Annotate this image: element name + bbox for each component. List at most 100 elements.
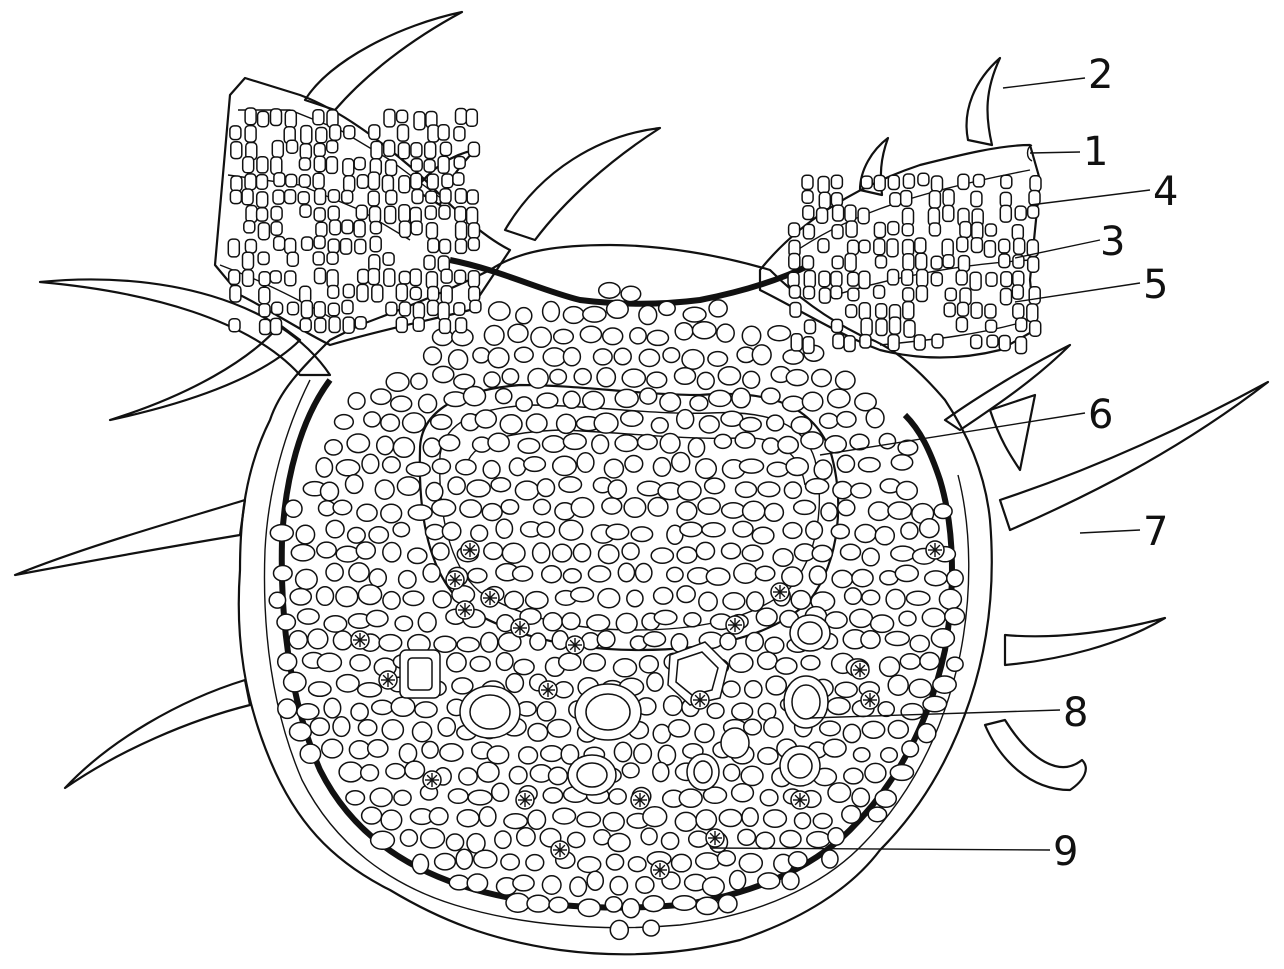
lamina-cell: [285, 271, 296, 286]
cell: [639, 306, 657, 325]
cell: [542, 876, 561, 894]
cell: [900, 654, 920, 669]
lamina-cell: [803, 206, 814, 220]
cell: [505, 591, 524, 609]
cell: [675, 368, 696, 385]
lamina-cell: [848, 272, 859, 286]
cell: [663, 348, 680, 363]
cell: [440, 744, 463, 761]
lamina-cell: [442, 174, 453, 188]
cell: [653, 762, 669, 781]
cell: [594, 413, 618, 433]
lamina-cell: [931, 256, 942, 269]
lamina-cell: [874, 286, 885, 299]
cell: [415, 702, 437, 718]
lamina-cell: [858, 208, 869, 224]
lamina-cell: [438, 302, 449, 320]
lamina-cell: [1013, 271, 1024, 286]
cell: [828, 828, 844, 845]
lamina-cell: [298, 192, 309, 204]
cell: [698, 498, 720, 514]
cell: [702, 523, 725, 537]
lamina-cell: [330, 125, 341, 140]
cell: [563, 348, 580, 366]
cell: [767, 415, 784, 431]
cell: [491, 478, 510, 492]
cell: [644, 632, 666, 647]
lamina-cell: [903, 174, 914, 188]
cell: [403, 413, 426, 433]
lamina-cell: [396, 284, 407, 301]
lamina-cell: [259, 304, 270, 317]
cell: [625, 456, 643, 473]
lamina-cell: [817, 208, 828, 223]
lamina-cell: [287, 252, 298, 266]
cell: [615, 389, 638, 407]
cell: [290, 723, 312, 741]
cell: [907, 591, 930, 605]
cell: [426, 483, 443, 501]
lamina-cell: [358, 269, 369, 283]
cell: [578, 857, 601, 873]
cell: [483, 461, 500, 479]
lamina-cell: [243, 270, 254, 286]
cell: [614, 659, 637, 677]
cell: [502, 369, 518, 385]
cell: [317, 587, 334, 606]
cell: [375, 480, 394, 499]
lamina-cell: [386, 160, 397, 176]
lamina-cell: [467, 190, 478, 204]
lamina-cell: [342, 220, 353, 234]
lamina-cell: [876, 319, 887, 336]
cell: [501, 854, 519, 870]
cell: [577, 812, 600, 826]
cell: [934, 504, 952, 519]
cell: [869, 502, 890, 520]
lamina-cell: [246, 206, 257, 223]
lamina-cell: [438, 125, 449, 140]
cell: [508, 324, 528, 342]
lamina-cell: [944, 303, 955, 317]
lamina-cell: [259, 287, 270, 304]
cell: [761, 388, 780, 404]
cell: [537, 702, 555, 721]
lamina-cell: [943, 205, 954, 221]
lamina-cell: [371, 141, 382, 159]
cell: [822, 850, 838, 868]
lamina-cell: [802, 191, 813, 204]
cell: [627, 590, 643, 606]
cell: [467, 480, 490, 497]
lamina-cell: [805, 320, 816, 334]
cell: [568, 832, 585, 847]
lamina-cell: [329, 317, 340, 333]
cell: [438, 718, 455, 736]
hair-right-4: [1005, 618, 1165, 665]
lamina-cell: [832, 225, 843, 239]
lamina-cell: [328, 190, 339, 203]
lamina-cell: [789, 223, 800, 237]
cell: [881, 748, 898, 762]
lamina-cell: [287, 140, 298, 153]
cell: [624, 498, 646, 518]
cell: [285, 500, 302, 517]
cell: [678, 482, 701, 501]
lamina-cell: [1012, 225, 1023, 240]
cell: [534, 499, 551, 514]
cell: [844, 768, 863, 784]
cell: [475, 410, 496, 428]
lamina-cell: [860, 335, 871, 348]
cell: [346, 475, 363, 494]
cell: [760, 790, 778, 806]
lamina-cell: [441, 269, 452, 283]
lamina-cell: [439, 205, 450, 219]
cell: [615, 435, 638, 452]
cell: [563, 569, 581, 583]
cell: [297, 704, 319, 720]
cell: [639, 349, 659, 366]
cell: [326, 563, 343, 581]
cell: [814, 460, 832, 479]
cell: [391, 697, 415, 716]
lamina-cell: [917, 270, 928, 287]
cell: [308, 629, 328, 649]
